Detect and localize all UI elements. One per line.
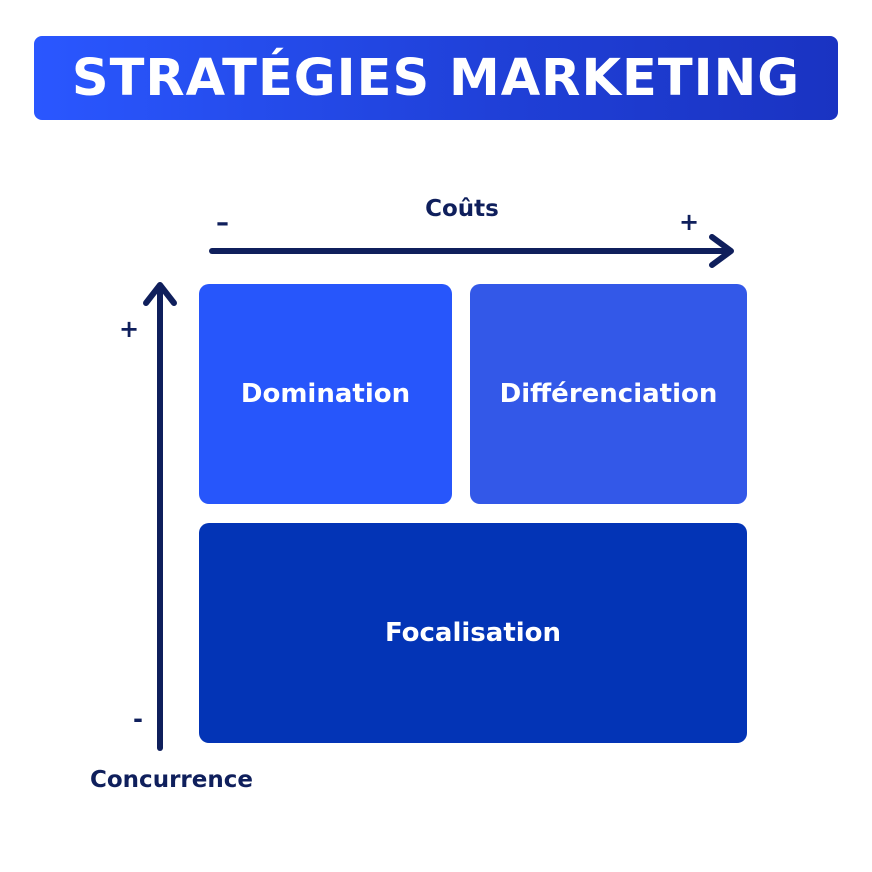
- y-axis-title: Concurrence: [90, 767, 253, 793]
- quadrant-domination-label: Domination: [240, 379, 411, 409]
- quadrant-differenciation-label: Différenciation: [499, 379, 718, 409]
- page-title: STRATÉGIES MARKETING: [71, 48, 801, 108]
- quadrant-focalisation: Focalisation: [199, 523, 747, 743]
- y-axis-low-marker: -: [133, 705, 143, 733]
- x-axis-low-marker: –: [216, 208, 229, 238]
- quadrant-differenciation: Différenciation: [470, 284, 747, 504]
- title-banner: STRATÉGIES MARKETING: [34, 36, 838, 120]
- quadrant-domination: Domination: [199, 284, 452, 504]
- y-axis-arrow: [143, 282, 177, 751]
- y-axis-high-marker: +: [119, 315, 140, 343]
- x-axis-arrow: [209, 234, 734, 268]
- x-axis-high-marker: +: [679, 208, 700, 236]
- x-axis-title: Coûts: [425, 196, 499, 222]
- quadrant-focalisation-label: Focalisation: [384, 618, 562, 648]
